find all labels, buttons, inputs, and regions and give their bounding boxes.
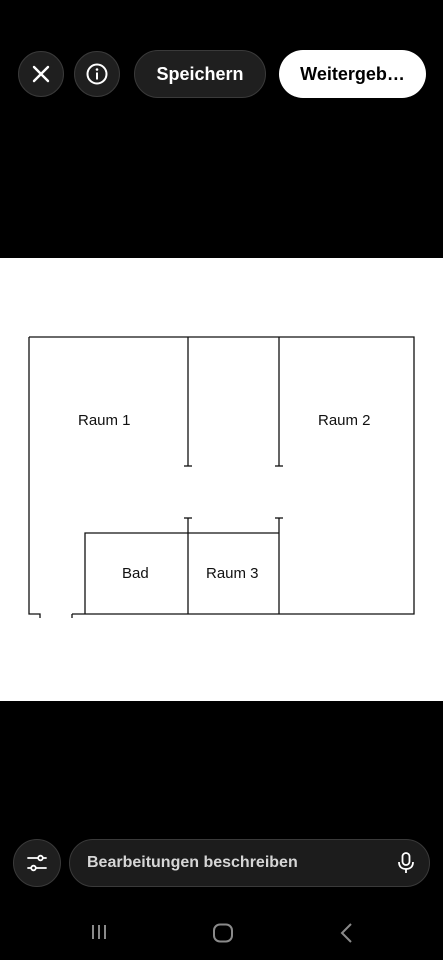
room-label-1: Raum 1 <box>78 412 131 429</box>
room-label-3: Raum 3 <box>206 565 259 582</box>
room-label-bath: Bad <box>122 565 149 582</box>
share-button[interactable]: Weitergeb… <box>279 50 426 98</box>
home-icon[interactable] <box>212 922 234 944</box>
edit-prompt-input[interactable]: Bearbeitungen beschreiben <box>69 839 430 887</box>
recent-apps-icon[interactable] <box>89 922 109 942</box>
floorplan-drawing <box>28 336 415 618</box>
room-label-2: Raum 2 <box>318 412 371 429</box>
info-button[interactable] <box>74 51 120 97</box>
prompt-placeholder: Bearbeitungen beschreiben <box>87 854 298 871</box>
sliders-icon <box>27 854 47 872</box>
close-icon <box>32 65 50 83</box>
floorplan-image: Raum 1 Raum 2 Bad Raum 3 <box>0 258 443 701</box>
info-icon <box>86 63 108 85</box>
save-button[interactable]: Speichern <box>134 50 266 98</box>
close-button[interactable] <box>18 51 64 97</box>
microphone-icon[interactable] <box>397 852 415 874</box>
back-icon[interactable] <box>338 922 354 944</box>
adjust-button[interactable] <box>13 839 61 887</box>
